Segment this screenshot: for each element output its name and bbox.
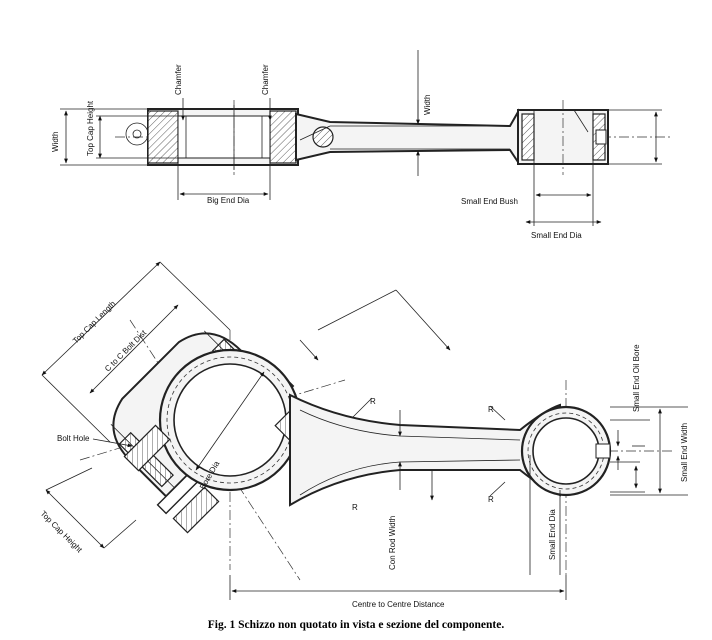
label-centre-to-centre-distance: Centre to Centre Distance — [352, 600, 445, 609]
label-top-cap-length: Top Cap Length — [71, 299, 117, 345]
label-r1: R — [370, 397, 376, 406]
label-small-end-dia-top: Small End Dia — [531, 231, 582, 240]
label-small-end-dia-bottom: Small End Dia — [548, 509, 557, 560]
label-top-cap-height-side: Top Cap Height — [86, 100, 95, 156]
label-big-end-dia: Big End Dia — [207, 196, 250, 205]
oil-hole — [312, 126, 334, 148]
big-end-bore — [173, 363, 287, 477]
label-bolt-hole: Bolt Hole — [57, 434, 90, 443]
bolt-eye — [125, 122, 149, 146]
label-width-top: Width — [423, 95, 432, 115]
label-small-end-width: Small End Width — [680, 423, 689, 482]
label-c-to-c-bolt-dist: C to C Bolt Dist — [103, 328, 149, 374]
label-r2: R — [488, 405, 494, 414]
figure-caption: Fig. 1 Schizzo non quotato in vista e se… — [208, 619, 505, 631]
label-width-left: Width — [51, 132, 60, 152]
label-r4: R — [352, 503, 358, 512]
label-small-end-oil-bore: Small End Oil Bore — [632, 344, 641, 412]
label-con-rod-width: Con Rod Width — [388, 516, 397, 570]
rod-shank — [289, 393, 561, 507]
label-top-cap-height: Top Cap Height — [39, 509, 85, 555]
label-small-end-bush: Small End Bush — [461, 197, 518, 206]
label-chamfer-1: Chamfer — [174, 64, 183, 95]
bottom-elevation-view: R R R R Top Cap Length C to C Bolt Dist … — [39, 261, 689, 609]
label-r3: R — [488, 495, 494, 504]
label-chamfer-2: Chamfer — [261, 64, 270, 95]
top-section-view: Width Top Cap Height Chamfer Chamfer Wid… — [51, 50, 672, 240]
